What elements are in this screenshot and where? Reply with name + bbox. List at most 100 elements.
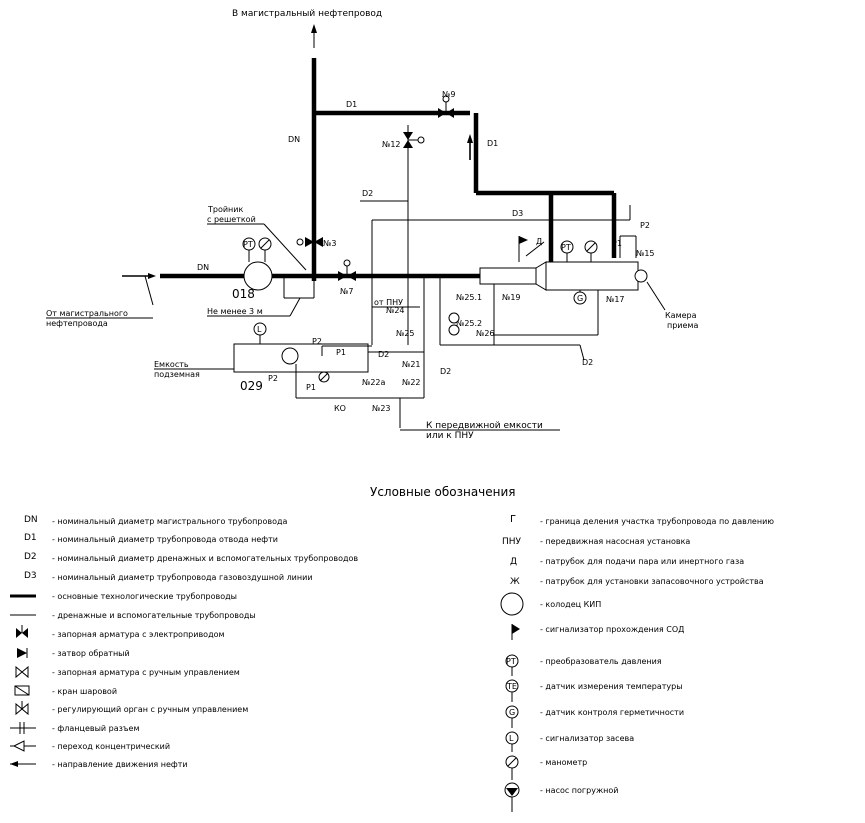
- receiving-chamber: [479, 261, 648, 291]
- legend-left-5: - основные технологические трубопроводы: [52, 592, 237, 601]
- legend-right-10: - сигнализатор засева: [540, 734, 634, 743]
- legend-left-symbol-4: D3: [24, 571, 37, 581]
- pipe-label-d3: D3: [512, 209, 523, 218]
- valve-label-9: №9: [442, 90, 455, 99]
- id-029: 029: [240, 379, 263, 393]
- valve-3: [296, 237, 323, 247]
- legend-left-10: - кран шаровой: [52, 687, 117, 696]
- legend-left-2: - номинальный диаметр трубопровода отвод…: [52, 535, 278, 544]
- legend-left-9: - запорная арматура с ручным управлением: [52, 668, 240, 677]
- not-less-label: Не менее 3 м: [207, 307, 263, 316]
- legend-left-7: - запорная арматура с электроприводом: [52, 630, 225, 639]
- valve-label-22a: №22а: [362, 378, 386, 387]
- legend-right-12: - насос погружной: [540, 786, 618, 795]
- legend-left-11: - регулирующий орган с ручным управление…: [52, 705, 248, 714]
- legend-right-symbol-2: ПНУ: [502, 537, 522, 547]
- legend-kip-well: [500, 592, 524, 616]
- valve-label-25: №25: [396, 329, 415, 338]
- p2-label-tank: P2: [312, 337, 322, 346]
- legend-right-symbols: Г ПНУ Д Ж PT TE G L: [500, 514, 524, 812]
- valve-label-23: №23: [372, 404, 391, 413]
- legend-left-texts: - номинальный диаметр магистрального тру…: [52, 517, 358, 769]
- valve-label-22: №22: [402, 378, 421, 387]
- pipe-label-d2-d: D2: [582, 358, 593, 367]
- legend-right-1: - граница деления участка трубопровода п…: [540, 517, 774, 526]
- valve-label-12: №12: [382, 140, 401, 149]
- p1-label-tank: P1: [336, 348, 346, 357]
- valve-label-19: №19: [502, 293, 521, 302]
- chamber-line2: приема: [667, 321, 698, 330]
- legend-right-symbol-1: Г: [510, 514, 516, 525]
- tank-line2: подземная: [154, 370, 200, 379]
- legend-right-4: - патрубок для установки запасовочного у…: [540, 577, 764, 586]
- p2-label-tank2: P2: [268, 374, 278, 383]
- legend-right-9: - датчик контроля герметичности: [540, 708, 684, 717]
- kip-well-018: [243, 261, 273, 291]
- legend-left-symbols: DN D1 D2 D3: [10, 515, 38, 767]
- legend-left-13: - переход концентрический: [52, 742, 170, 751]
- valve-label-251: №25.1: [456, 293, 482, 302]
- legend-title: Условные обозначения: [370, 485, 516, 499]
- valve-label-3: №3: [323, 239, 336, 248]
- valve-label-26: №26: [476, 329, 495, 338]
- legend-right-11: - манометр: [540, 758, 587, 767]
- p2-label-top: P2: [640, 221, 650, 230]
- valve-label-ko: КО: [334, 404, 346, 413]
- legend-left-symbol-3: D2: [24, 552, 37, 562]
- legend-left-symbol-1: DN: [24, 515, 38, 525]
- legend-right-symbol-3: Д: [510, 557, 517, 567]
- legend-right-6: - сигнализатор прохождения СОД: [540, 625, 684, 634]
- transfer-line2: или к ПНУ: [426, 431, 474, 441]
- valve-label-24: №24: [386, 306, 405, 315]
- underground-tank: [233, 343, 369, 373]
- pt-label-left: PT: [243, 240, 253, 249]
- pipe-label-dn-horizontal: DN: [197, 263, 209, 272]
- legend-left-8: - затвор обратный: [52, 649, 130, 658]
- pipe-label-d2-c: D2: [440, 367, 451, 376]
- legend-right-8: - датчик измерения температуры: [540, 682, 683, 691]
- valve-label-7: №7: [340, 287, 353, 296]
- pipe-label-d2-a: D2: [362, 189, 373, 198]
- tank-line1: Емкость: [154, 360, 189, 369]
- pipe-label-d1-top: D1: [346, 100, 357, 109]
- legend-right-symbol-7: PT: [506, 657, 516, 666]
- from-main-line1: От магистрального: [46, 309, 128, 318]
- main-pipelines: [160, 58, 617, 281]
- manometer-251: [448, 312, 460, 324]
- tee-label-line1: Тройник: [207, 205, 243, 214]
- id-018: 018: [232, 287, 255, 301]
- legend-left-12: - фланцевый разъем: [52, 724, 140, 733]
- legend-left-1: - номинальный диаметр магистрального тру…: [52, 517, 288, 526]
- from-main-line2: нефтепровода: [46, 319, 108, 328]
- valve-label-252: №25.2: [456, 319, 482, 328]
- valve-label-21: №21: [402, 360, 421, 369]
- g-label: G: [577, 294, 583, 303]
- pipe-label-d1-right: D1: [487, 139, 498, 148]
- pipe-label-dn-vertical: DN: [288, 135, 300, 144]
- legend-left-3: - номинальный диаметр дренажных и вспомо…: [52, 554, 358, 563]
- pt-label-right: PT: [561, 243, 571, 252]
- l-label: L: [257, 325, 262, 334]
- p1-label-tank2: P1: [306, 383, 316, 392]
- legend-left-symbol-2: D1: [24, 533, 37, 543]
- valve-label-15: №15: [636, 249, 655, 258]
- legend-left-4: - номинальный диаметр трубопровода газов…: [52, 573, 313, 582]
- top-destination-label: В магистральный нефтепровод: [232, 9, 382, 19]
- legend-left-14: - направление движения нефти: [52, 760, 188, 769]
- manometer-252: [448, 324, 460, 336]
- valve-9: [438, 95, 454, 118]
- valve-7: [338, 259, 356, 281]
- legend-right-symbol-4: Ж: [510, 577, 520, 587]
- tee-label-line2: с решеткой: [207, 215, 256, 224]
- legend-left-6: - дренажные и вспомогательные трубопрово…: [52, 611, 256, 620]
- legend-right-7: - преобразователь давления: [540, 657, 662, 666]
- p1-label-right: P1: [612, 239, 622, 248]
- chamber-line1: Камера: [665, 311, 697, 320]
- from-pnu-label: от ПНУ: [374, 298, 403, 307]
- legend-right-5: - колодец КИП: [540, 600, 601, 609]
- valve-12: [403, 132, 425, 148]
- pipe-label-d2-b: D2: [378, 350, 389, 359]
- legend-right-symbol-8: TE: [506, 682, 517, 691]
- transfer-line1: К передвижной емкости: [426, 421, 543, 431]
- legend-right-symbol-10: L: [509, 734, 514, 743]
